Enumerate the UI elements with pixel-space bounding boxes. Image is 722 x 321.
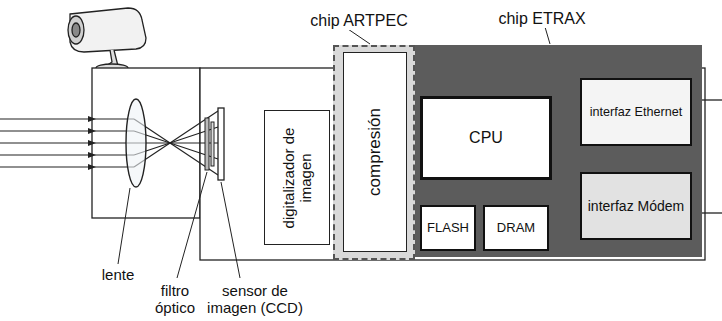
compression-box: compresión [343, 52, 407, 252]
optical-filter [205, 118, 209, 170]
box-label: interfaz Ethernet [586, 105, 686, 119]
chip-region: CPU FLASH DRAM interfaz Ethernet interfaz Mó… [415, 45, 702, 257]
chip-region: compresiónchip ARTPEC [333, 45, 415, 260]
box-label: digitalizador de imagen [280, 116, 315, 239]
chip-label: chip ARTPEC [302, 12, 416, 30]
box-label: DRAM [493, 221, 539, 236]
box-label: CPU [465, 129, 507, 147]
box-label: FLASH [423, 221, 473, 236]
digitizer-box: digitalizador de imagen [264, 110, 330, 245]
chip-label: chip ETRAX [480, 10, 604, 28]
part-label: lente [88, 266, 148, 283]
arrowheads [88, 116, 96, 170]
lens [126, 99, 146, 187]
box-label: interfaz Módem [584, 198, 688, 214]
light-rays [0, 111, 218, 175]
ccd-sensor [218, 108, 224, 180]
camera-icon [68, 8, 146, 72]
interface-box: interfaz Ethernet [580, 78, 692, 146]
interface-box: interfaz Módem [580, 172, 692, 240]
part-label: sensor de imagen (CCD) [200, 282, 310, 316]
optical-filter [211, 122, 214, 166]
memory-box: DRAM [483, 205, 549, 251]
box-label: compresión [365, 58, 385, 246]
memory-box: FLASH [420, 205, 476, 251]
cpu-box: CPU [420, 96, 552, 180]
